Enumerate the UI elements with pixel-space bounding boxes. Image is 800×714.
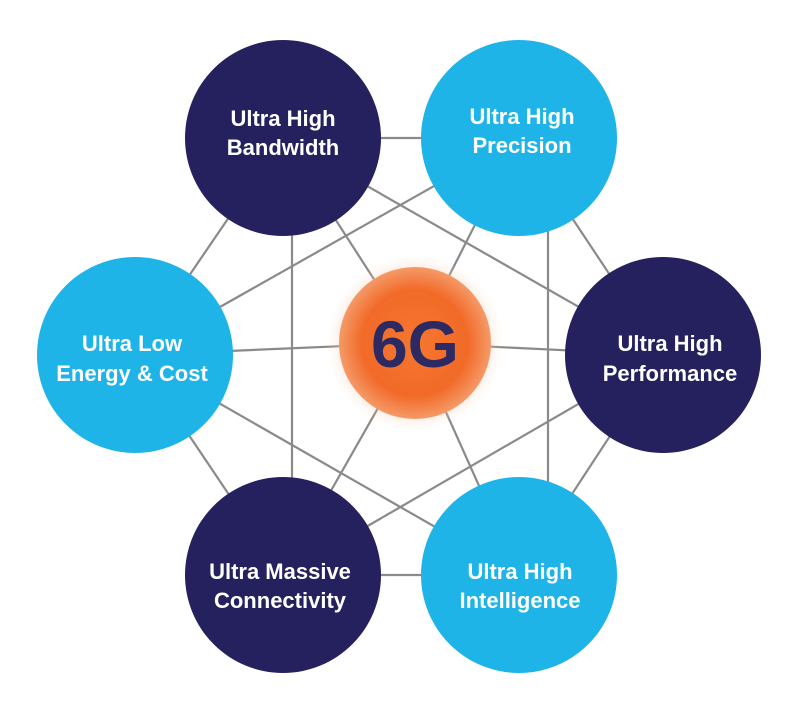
- node-label-line: Ultra High: [617, 331, 722, 356]
- node-label-line: Precision: [472, 133, 571, 158]
- node-label-line: Ultra Low: [82, 331, 183, 356]
- node-label-line: Performance: [603, 361, 738, 386]
- node-ultra-high-intelligence: Ultra High Intelligence: [421, 477, 617, 673]
- node-label-line: Intelligence: [459, 588, 580, 613]
- node-ultra-high-performance: Ultra High Performance: [565, 257, 761, 453]
- node-label-line: Ultra High: [467, 559, 572, 584]
- node-ultra-massive-connectivity: Ultra Massive Connectivity: [185, 477, 381, 673]
- center-label: 6G: [371, 307, 459, 381]
- node-ultra-low-energy-cost: Ultra Low Energy & Cost: [37, 257, 233, 453]
- node-label-line: Bandwidth: [227, 135, 339, 160]
- node-label-line: Ultra High: [469, 104, 574, 129]
- node-label-line: Ultra Massive: [209, 559, 351, 584]
- node-ultra-high-precision: Ultra High Precision: [421, 40, 617, 236]
- center-node: 6G: [327, 255, 503, 431]
- node-label-line: Energy & Cost: [56, 361, 208, 386]
- node-ultra-high-bandwidth: Ultra High Bandwidth: [185, 40, 381, 236]
- node-label-line: Ultra High: [230, 106, 335, 131]
- node-label-line: Connectivity: [214, 588, 347, 613]
